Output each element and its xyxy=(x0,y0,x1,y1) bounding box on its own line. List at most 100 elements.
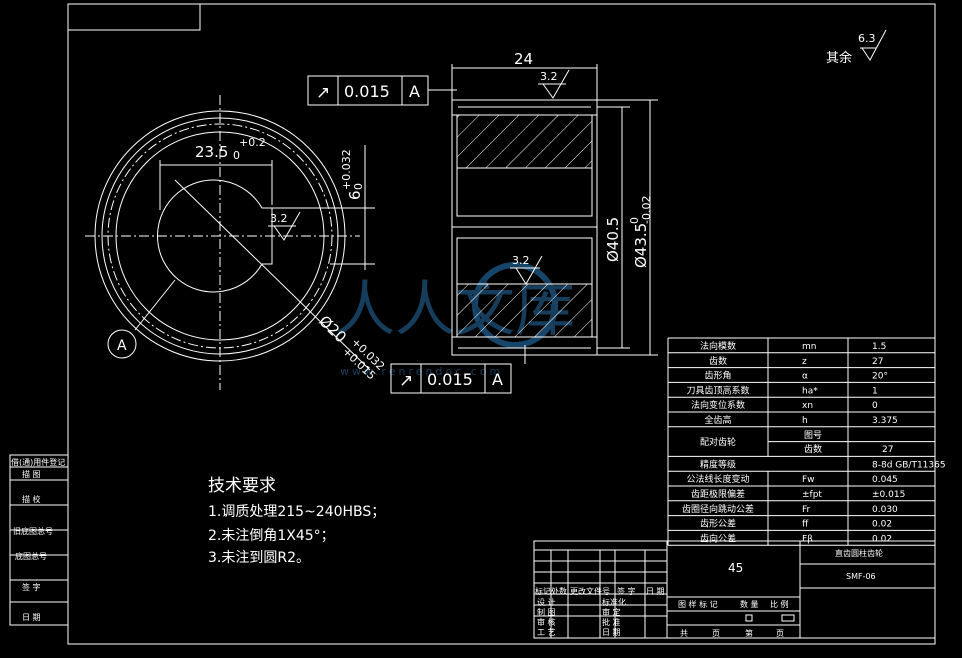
param-label: 齿数 xyxy=(709,355,727,367)
param-value: 3.375 xyxy=(872,416,898,426)
hatch-bottom xyxy=(456,283,593,338)
svg-text:3.2: 3.2 xyxy=(540,70,558,83)
keyway-section xyxy=(456,167,593,217)
title-cell: 批 准 xyxy=(602,617,621,627)
top-left-tag xyxy=(68,4,201,31)
width-value: 24 xyxy=(514,50,533,68)
pitch-circle xyxy=(107,123,333,349)
section-view: 24 3.2 3.2 Ø40.5 Ø43.5 0 -0.02 xyxy=(451,50,658,356)
param-sub: 齿数 xyxy=(804,443,822,455)
dia-outer-value: Ø43.5 xyxy=(632,223,650,268)
svg-text:图 样 标 记: 图 样 标 记 xyxy=(678,599,718,609)
part-name: 直齿圆柱齿轮 xyxy=(835,548,883,558)
runout-symbol: ↗ xyxy=(316,83,330,103)
param-value: 8-8d GB/T11365 xyxy=(872,460,946,470)
param-value: 0.030 xyxy=(872,505,898,515)
tolerance-frame-bottom: ↗ 0.015 A xyxy=(390,345,526,394)
title-cell: 更改文件号 xyxy=(570,586,610,596)
param-label: 齿向公差 xyxy=(700,532,736,544)
param-label: 法向模数 xyxy=(700,340,736,352)
param-symbol: z xyxy=(802,357,807,367)
param-label: 法向变位系数 xyxy=(691,399,745,411)
title-grid: 标记处数更改文件号签 字日 期设 计制 图审 核工 艺标准化审 定批 准日 期 xyxy=(533,549,668,638)
svg-text:共: 共 xyxy=(680,629,688,638)
outer-circle xyxy=(94,110,346,362)
param-label: 配对齿轮 xyxy=(700,436,736,448)
tol-value: 0.015 xyxy=(344,82,390,101)
bore-section xyxy=(456,237,593,285)
param-label: 公法线长度变动 xyxy=(686,473,749,485)
svg-text:第: 第 xyxy=(745,628,753,638)
param-value: 0.045 xyxy=(872,475,898,485)
bore-with-keyway xyxy=(157,179,273,293)
param-symbol: α xyxy=(802,372,808,382)
title-cell: 日 期 xyxy=(646,587,665,596)
param-value: 0.02 xyxy=(872,520,892,530)
svg-text:描 校: 描 校 xyxy=(22,494,41,504)
title-cell: 标准化 xyxy=(602,597,626,607)
param-value: ±0.015 xyxy=(872,490,905,500)
svg-text:3.2: 3.2 xyxy=(270,212,288,225)
roughness-default-value: 6.3 xyxy=(858,32,876,45)
datum-a-label: A xyxy=(117,338,127,354)
svg-text:签 字: 签 字 xyxy=(22,582,41,592)
param-value: 0.02 xyxy=(872,534,892,544)
drawing-frame xyxy=(67,3,936,645)
param-value: 1 xyxy=(872,386,878,396)
keyway-width-tol-lower: 0 xyxy=(233,149,240,162)
param-symbol: xn xyxy=(802,401,813,411)
param-value: 27 xyxy=(882,445,893,455)
svg-text:描 图: 描 图 xyxy=(22,469,41,479)
hatch-top xyxy=(456,114,593,169)
svg-text:数 量: 数 量 xyxy=(740,599,759,609)
param-symbol: Fr xyxy=(802,505,811,515)
tech-req-item-2: 2.未注倒角1X45°； xyxy=(208,528,335,544)
param-value: 20° xyxy=(872,372,888,382)
addendum-circle xyxy=(101,117,339,355)
tech-req-title: 技术要求 xyxy=(208,476,276,496)
param-label: 齿圈径向跳动公差 xyxy=(682,503,754,515)
title-cell: 日 期 xyxy=(602,628,621,637)
param-symbol: ha* xyxy=(802,386,818,396)
side-stamp: 借(通)用件登记 描 图 描 校 旧底图总号 底图总号 签 字 日 期 xyxy=(9,454,69,626)
watermark-url: www.renrendoc.com xyxy=(340,365,503,378)
param-label: 齿形公差 xyxy=(700,518,736,530)
param-label: 齿距极限偏差 xyxy=(691,488,745,500)
svg-text:底图总号: 底图总号 xyxy=(15,551,47,561)
dia-inner-value: Ø40.5 xyxy=(604,217,622,262)
dia-outer-tol-lower: -0.02 xyxy=(640,196,653,224)
title-cell: 处数 xyxy=(551,586,567,596)
bore-dia-leader xyxy=(174,179,371,371)
param-symbol: Fβ xyxy=(802,534,813,544)
svg-text:3.2: 3.2 xyxy=(512,254,530,267)
hub-circle xyxy=(115,131,325,341)
title-cell: 制 图 xyxy=(537,607,556,617)
title-cell: 设 计 xyxy=(537,597,556,607)
svg-text:A: A xyxy=(492,370,503,389)
param-symbol: h xyxy=(802,416,808,426)
material: 45 xyxy=(728,561,743,575)
tol-datum: A xyxy=(409,82,420,101)
title-cell: 审 定 xyxy=(602,607,621,617)
param-symbol: mn xyxy=(802,342,816,352)
svg-text:借(通)用件登记: 借(通)用件登记 xyxy=(11,457,65,467)
title-cell: 签 字 xyxy=(617,586,636,596)
keyway-depth-tol-lower: 0 xyxy=(352,183,365,190)
param-sub: 图号 xyxy=(804,430,822,441)
param-value: 1.5 xyxy=(872,342,886,352)
param-label: 精度等级 xyxy=(700,458,736,470)
svg-text:旧底图总号: 旧底图总号 xyxy=(13,526,53,536)
tech-req-item-3: 3.未注到圆R2。 xyxy=(208,550,310,566)
tech-req-item-1: 1.调质处理215~240HBS； xyxy=(208,504,385,520)
tech-requirements: 技术要求 1.调质处理215~240HBS； 2.未注倒角1X45°； 3.未注… xyxy=(208,476,385,566)
drawing-no: SMF-06 xyxy=(846,572,876,581)
title-cell: 工 艺 xyxy=(537,628,556,637)
svg-text:页: 页 xyxy=(712,629,720,638)
param-symbol: ±fpt xyxy=(802,490,822,500)
param-label: 刀具齿顶高系数 xyxy=(686,384,749,396)
param-symbol: Fw xyxy=(802,475,815,485)
roughness-default-label: 其余 xyxy=(826,50,852,66)
roughness-symbol-keyway: 3.2 xyxy=(268,211,301,241)
svg-text:日 期: 日 期 xyxy=(22,613,41,622)
